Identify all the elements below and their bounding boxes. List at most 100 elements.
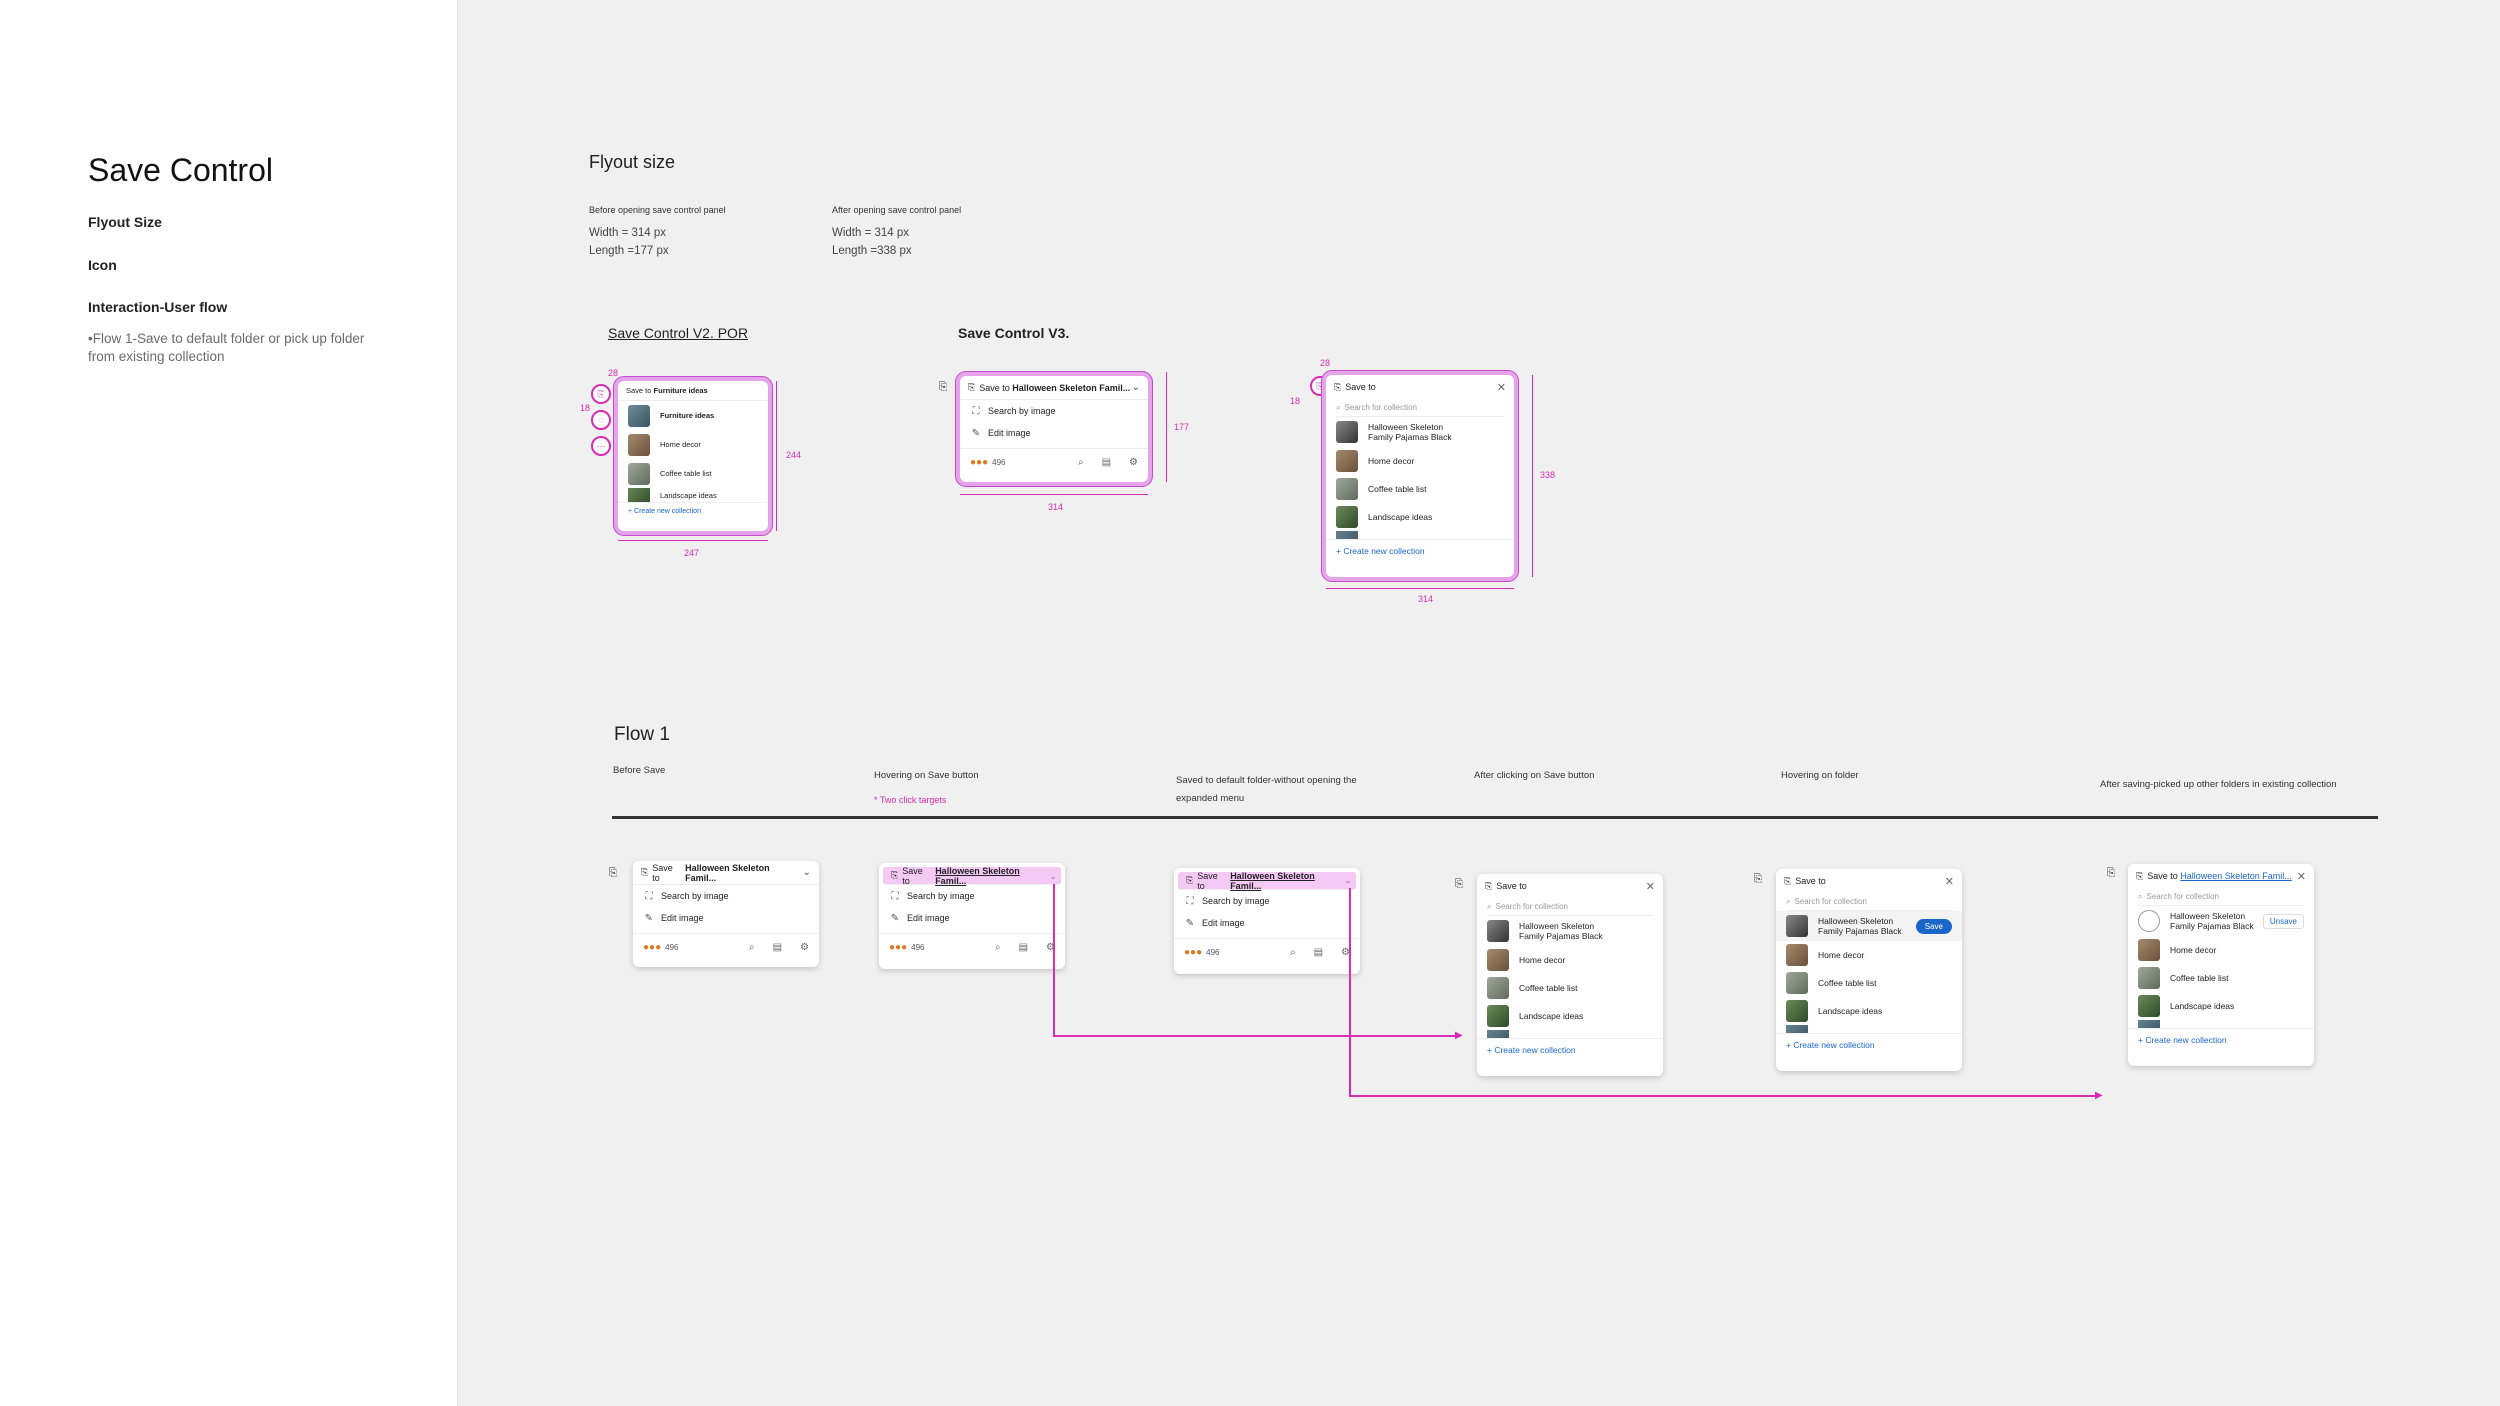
create-collection-link[interactable]: + Create new collection (1326, 539, 1514, 561)
v3-title: Save Control V3. (958, 325, 1070, 341)
unsave-button[interactable]: Unsave (2262, 913, 2304, 929)
save-target[interactable]: Halloween Skeleton Famil... (2180, 871, 2292, 881)
save-icon: ⎘ (2136, 870, 2144, 881)
save-bar[interactable]: ⎘Save to Halloween Skeleton Famil...⌄ (633, 861, 819, 885)
save-icon: ⎘ (1784, 875, 1792, 886)
more-icon[interactable]: ⋯ (591, 436, 611, 456)
search-input[interactable]: ⌕Search for collection (1786, 893, 1952, 911)
item-label: Home decor (1519, 955, 1566, 965)
thumbnail (1487, 949, 1509, 971)
list-item[interactable]: Coffee table list (618, 459, 768, 488)
list-item[interactable]: Coffee table list (2128, 964, 2314, 992)
create-collection-link[interactable]: + Create new collection (1477, 1038, 1663, 1060)
close-icon[interactable]: ✕ (1645, 880, 1655, 893)
save-icon[interactable]: ⎘ (591, 384, 611, 404)
chevron-down-icon[interactable]: ⌄ (802, 867, 811, 878)
save-target: Halloween Skeleton Famil... (685, 862, 770, 883)
visual-search-icon[interactable]: ◌ (591, 410, 611, 430)
flyout-hover-folder: ⎘Save to✕ ⌕Search for collection Hallowe… (1776, 869, 1962, 1071)
search-by-image-item[interactable]: ⛶Search by image (879, 885, 1065, 907)
grid-icon[interactable]: ▤ (1101, 457, 1112, 468)
sidebar-item-icon[interactable]: Icon (88, 257, 117, 273)
zoom-icon[interactable]: ⌕ (1289, 947, 1296, 958)
gear-icon[interactable]: ⚙ (1341, 947, 1350, 958)
search-input[interactable]: ⌕Search for collection (1336, 399, 1504, 417)
create-label: Create new collection (1793, 1039, 1875, 1050)
panel-header: ⎘Save to Halloween Skeleton Famil...✕ (2128, 864, 2314, 888)
dim-line (776, 381, 777, 531)
list-item[interactable] (2128, 1020, 2314, 1028)
create-collection-link[interactable]: + Create new collection (2128, 1028, 2314, 1050)
gear-icon[interactable]: ⚙ (1046, 942, 1055, 953)
edit-image-item[interactable]: ✎Edit image (879, 907, 1065, 929)
create-collection-link[interactable]: + Create new collection (618, 502, 768, 520)
search-placeholder: Search for collection (1344, 403, 1417, 412)
grid-icon[interactable]: ▤ (1018, 942, 1029, 953)
list-item[interactable]: Landscape ideas (1477, 1002, 1663, 1030)
create-label: Create new collection (2145, 1034, 2227, 1045)
zoom-icon[interactable]: ⌕ (748, 942, 755, 953)
save-bar[interactable]: Save to Furniture ideas (618, 381, 768, 401)
list-item[interactable] (1776, 1025, 1962, 1033)
list-item[interactable]: Home decor (618, 430, 768, 459)
gear-icon[interactable]: ⚙ (800, 942, 809, 953)
list-item[interactable] (1326, 531, 1514, 539)
save-button[interactable]: Save (1915, 918, 1952, 934)
edit-image-item[interactable]: ✎Edit image (633, 907, 819, 929)
gear-icon[interactable]: ⚙ (1129, 457, 1138, 468)
save-bar[interactable]: ⎘Save to Halloween Skeleton Famil...⌄ (960, 376, 1148, 400)
list-item[interactable]: Home decor (1776, 941, 1962, 969)
create-collection-link[interactable]: + Create new collection (1776, 1033, 1962, 1055)
grid-icon[interactable]: ▤ (1313, 947, 1324, 958)
edit-image-item[interactable]: ✎Edit image (960, 422, 1148, 444)
save-icon[interactable]: ⎘ (1454, 878, 1464, 890)
design-canvas: Flyout size Before opening save control … (458, 0, 2500, 1406)
chevron-down-icon[interactable]: ⌄ (1340, 872, 1356, 888)
close-icon[interactable]: ✕ (1944, 875, 1954, 888)
v2-flyout: Save to Furniture ideas Furniture ideas … (618, 381, 768, 531)
search-input[interactable]: ⌕Search for collection (1487, 898, 1653, 916)
list-item[interactable]: Home decor (1477, 946, 1663, 974)
dim-label: 314 (1418, 594, 1434, 604)
list-item[interactable]: Landscape ideas (1776, 997, 1962, 1025)
thumbnail (2138, 995, 2160, 1017)
list-item[interactable]: Home decor (1326, 447, 1514, 475)
list-item[interactable] (1477, 1030, 1663, 1038)
list-item[interactable]: Halloween Skeleton Family Pajamas Black (1477, 916, 1663, 946)
save-bar[interactable]: ⎘Save to Halloween Skeleton Famil... (883, 866, 1061, 886)
save-prefix: Save to (1197, 870, 1218, 891)
close-icon[interactable]: ✕ (2296, 870, 2306, 883)
list-item[interactable]: Furniture ideas (618, 401, 768, 430)
chevron-down-icon[interactable]: ⌄ (1045, 868, 1061, 884)
sidebar-item-interaction-user-flow[interactable]: Interaction-User flow (88, 299, 228, 315)
save-icon[interactable]: ⎘ (608, 867, 618, 879)
chevron-down-icon[interactable]: ⌄ (1131, 382, 1140, 393)
item-label: Coffee table list (1368, 484, 1427, 494)
sidebar-item-flyout-size[interactable]: Flyout Size (88, 214, 162, 230)
list-item[interactable]: Landscape ideas (618, 488, 768, 502)
list-item[interactable]: Landscape ideas (2128, 992, 2314, 1020)
save-icon[interactable]: ⎘ (938, 381, 948, 393)
list-item[interactable]: Home decor (2128, 936, 2314, 964)
close-icon[interactable]: ✕ (1496, 381, 1506, 394)
search-by-image-item[interactable]: ⛶Search by image (960, 400, 1148, 422)
search-by-image-item[interactable]: ⛶Search by image (633, 885, 819, 907)
search-by-image-item[interactable]: ⛶Search by image (1174, 890, 1360, 912)
edit-icon: ✎ (644, 912, 654, 924)
list-item[interactable]: Landscape ideas (1326, 503, 1514, 531)
save-icon[interactable]: ⎘ (2106, 867, 2116, 879)
list-item[interactable]: Coffee table list (1477, 974, 1663, 1002)
list-item[interactable]: Coffee table list (1776, 969, 1962, 997)
zoom-icon[interactable]: ⌕ (1077, 457, 1084, 468)
list-item[interactable]: Coffee table list (1326, 475, 1514, 503)
save-bar[interactable]: ⎘Save to Halloween Skeleton Famil... (1178, 870, 1356, 891)
save-icon[interactable]: ⎘ (1753, 873, 1763, 885)
zoom-icon[interactable]: ⌕ (994, 942, 1001, 953)
edit-image-item[interactable]: ✎Edit image (1174, 912, 1360, 934)
search-input[interactable]: ⌕Search for collection (2138, 888, 2304, 906)
list-item[interactable]: Halloween Skeleton Family Pajamas Black (1326, 417, 1514, 447)
grid-icon[interactable]: ▤ (772, 942, 783, 953)
search-placeholder: Search for collection (1495, 902, 1568, 911)
